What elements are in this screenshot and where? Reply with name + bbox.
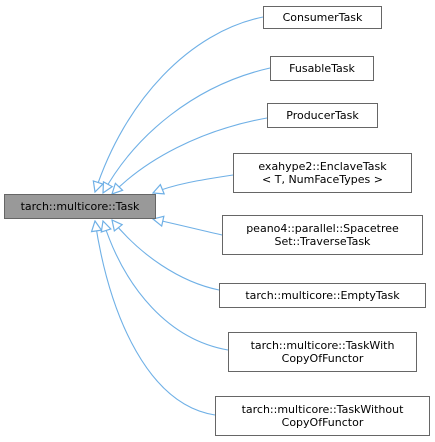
node-label-line-1: exahype2::EnclaveTask: [258, 160, 387, 173]
node-label-line-1: tarch::multicore::TaskWith: [250, 339, 395, 352]
node-label-line-2: Set::TraverseTask: [274, 235, 371, 248]
node-empty-task[interactable]: tarch::multicore::EmptyTask: [219, 283, 426, 308]
edge-enclave-task: [153, 174, 234, 193]
node-label-line-2: < T, NumFaceTypes >: [262, 173, 383, 186]
node-base-class[interactable]: tarch::multicore::Task: [4, 194, 156, 219]
edge-producer-task: [112, 117, 268, 194]
node-enclave-task[interactable]: exahype2::EnclaveTask < T, NumFaceTypes …: [233, 153, 412, 193]
node-task-with-copy[interactable]: tarch::multicore::TaskWith CopyOfFunctor: [228, 332, 417, 372]
node-traverse-task[interactable]: peano4::parallel::Spacetree Set::Travers…: [222, 215, 423, 255]
node-label: FusableTask: [289, 62, 355, 75]
edge-traverse-task: [153, 219, 223, 236]
node-label: ProducerTask: [286, 109, 359, 122]
node-label: ConsumerTask: [282, 11, 363, 24]
node-fusable-task[interactable]: FusableTask: [270, 56, 374, 81]
node-label-line-2: CopyOfFunctor: [281, 416, 364, 429]
edge-task-with-copy: [103, 221, 229, 351]
edge-empty-task: [112, 220, 220, 291]
node-label-line-1: peano4::parallel::Spacetree: [246, 222, 399, 235]
node-consumer-task[interactable]: ConsumerTask: [263, 6, 382, 29]
edge-task-without-copy: [95, 221, 216, 416]
node-task-without-copy[interactable]: tarch::multicore::TaskWithout CopyOfFunc…: [215, 396, 430, 436]
node-producer-task[interactable]: ProducerTask: [267, 103, 378, 128]
node-label: tarch::multicore::EmptyTask: [245, 289, 400, 302]
edge-consumer-task: [95, 16, 264, 192]
node-label-line-1: tarch::multicore::TaskWithout: [241, 403, 404, 416]
node-base-label: tarch::multicore::Task: [20, 200, 140, 213]
edge-fusable-task: [103, 67, 271, 193]
node-label-line-2: CopyOfFunctor: [281, 352, 364, 365]
